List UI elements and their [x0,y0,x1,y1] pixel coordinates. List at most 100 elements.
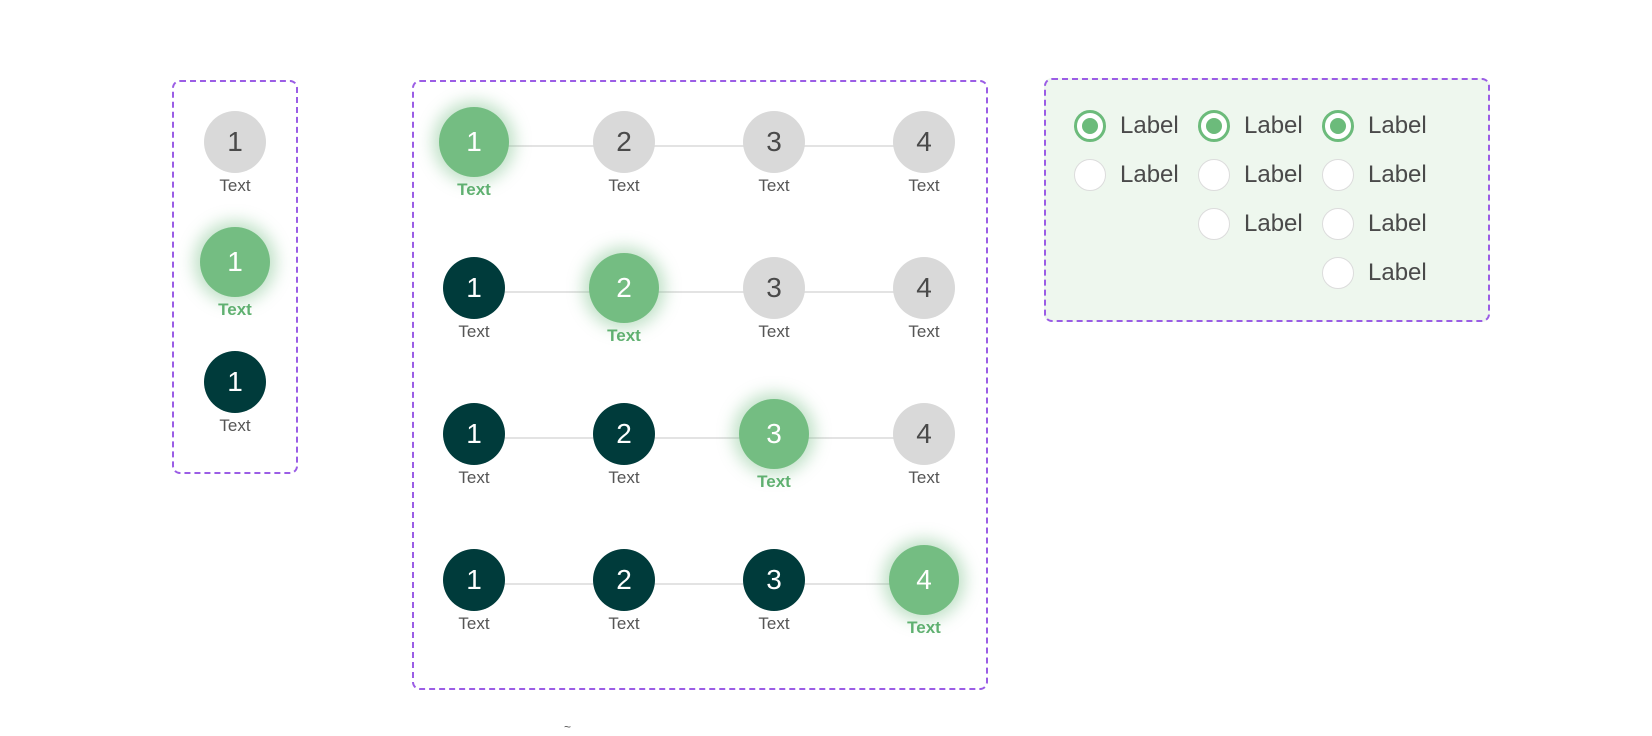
radio-label: Label [1368,112,1427,139]
radio-label: Label [1368,259,1427,286]
radio-option[interactable]: Label [1322,208,1427,240]
radio-unselected-icon[interactable] [1322,159,1354,191]
step-number-circle: 1 [200,227,270,297]
step-number-circle: 2 [589,253,659,323]
radio-selected-icon[interactable] [1074,110,1106,142]
step-label: Text [757,472,791,491]
step-connector [624,291,774,293]
step-connector [474,437,624,439]
radio-option[interactable]: Label [1198,110,1303,142]
step-number-circle: 1 [204,351,266,413]
stray-mark: ~ [564,720,572,734]
step-number-circle: 1 [439,107,509,177]
step-number-circle: 4 [889,545,959,615]
step-label: Text [758,322,790,341]
radio-label: Label [1368,161,1427,188]
radio-unselected-icon[interactable] [1198,159,1230,191]
step-label: Text [608,614,640,633]
radio-unselected-icon[interactable] [1198,208,1230,240]
step-label: Text [908,468,940,487]
step-number-circle: 1 [443,549,505,611]
radio-option[interactable]: Label [1198,159,1303,191]
radio-selected-icon[interactable] [1322,110,1354,142]
step-connector [774,291,924,293]
step-label: Text [908,176,940,195]
step-label: Text [458,468,490,487]
step-label: Text [607,326,641,345]
step-number-circle: 3 [743,257,805,319]
step-number-circle: 2 [593,403,655,465]
step-label: Text [608,176,640,195]
step-label: Text [458,322,490,341]
radio-selected-icon[interactable] [1198,110,1230,142]
step-number-circle: 1 [204,111,266,173]
step-number-circle: 4 [893,257,955,319]
step-label: Text [457,180,491,199]
radio-option[interactable]: Label [1322,159,1427,191]
step-connector [774,437,924,439]
step-connector [774,583,924,585]
step-label: Text [758,614,790,633]
radio-label: Label [1368,210,1427,237]
step-number-circle: 3 [743,111,805,173]
step-connector [474,291,624,293]
step-label: Text [458,614,490,633]
step-number-circle: 2 [593,111,655,173]
radio-label: Label [1244,161,1303,188]
step-label: Text [219,176,251,195]
step-connector [624,583,774,585]
radio-option[interactable]: Label [1074,110,1179,142]
step-number-circle: 1 [443,257,505,319]
radio-label: Label [1244,210,1303,237]
radio-option[interactable]: Label [1074,159,1179,191]
radio-unselected-icon[interactable] [1322,257,1354,289]
step-number-circle: 1 [443,403,505,465]
step-number-circle: 2 [593,549,655,611]
step-number-circle: 3 [739,399,809,469]
radio-option[interactable]: Label [1198,208,1303,240]
radio-unselected-icon[interactable] [1074,159,1106,191]
radio-label: Label [1244,112,1303,139]
step-connector [474,583,624,585]
step-connector [624,145,774,147]
radio-label: Label [1120,161,1179,188]
step-label: Text [219,416,251,435]
radio-label: Label [1120,112,1179,139]
step-connector [624,437,774,439]
step-label: Text [908,322,940,341]
radio-option[interactable]: Label [1322,110,1427,142]
radio-option[interactable]: Label [1322,257,1427,289]
step-connector [774,145,924,147]
step-connector [474,145,624,147]
radio-unselected-icon[interactable] [1322,208,1354,240]
step-label: Text [758,176,790,195]
step-label: Text [608,468,640,487]
step-number-circle: 3 [743,549,805,611]
step-number-circle: 4 [893,111,955,173]
